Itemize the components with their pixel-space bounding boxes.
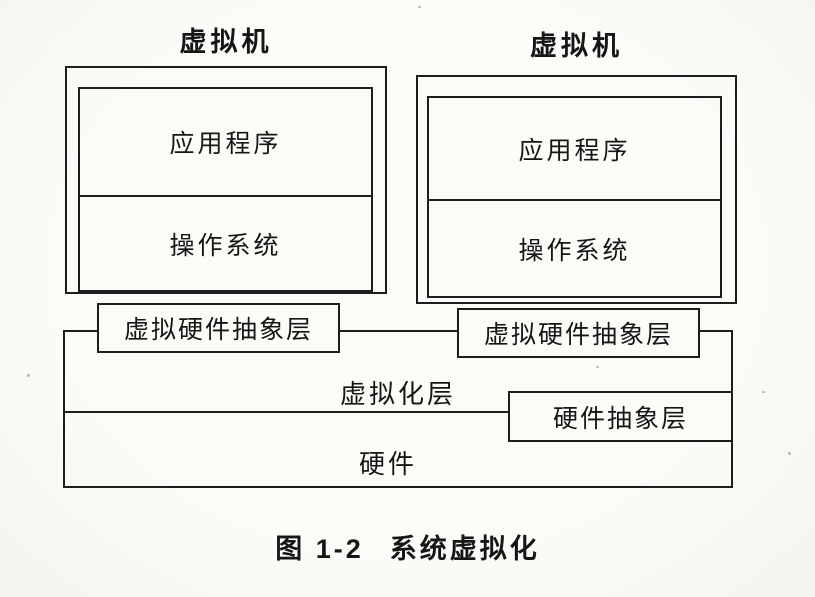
scan-speckle	[762, 391, 765, 393]
vm-left-application-cell: 应用程序	[80, 89, 371, 197]
vm-right-outer-box	[416, 75, 737, 304]
figure-caption: 图 1-2 系统虚拟化	[0, 527, 815, 566]
vm-left-outer-box	[65, 66, 387, 294]
scan-speckle	[418, 6, 421, 8]
vm-right-os-cell: 操作系统	[518, 236, 631, 265]
vhal-left-box: 虚拟硬件抽象层	[97, 303, 340, 353]
vm-left-os-cell: 操作系统	[169, 231, 282, 260]
scan-speckle	[27, 374, 30, 377]
figure-caption-title: 系统虚拟化	[389, 534, 540, 564]
hardware-label: 硬件	[358, 449, 417, 479]
scan-speckle	[788, 452, 791, 455]
hal-box: 硬件抽象层	[508, 391, 733, 442]
vm-left-label: 虚拟机	[179, 27, 273, 57]
figure-caption-number: 图 1-2	[275, 534, 364, 564]
virtualization-layer-label: 虚拟化层	[339, 379, 456, 409]
vm-left-inner-box: 应用程序 操作系统	[78, 87, 373, 292]
vm-right-label: 虚拟机	[530, 31, 623, 61]
vm-right-inner-box: 应用程序 操作系统	[427, 96, 722, 298]
vhal-right-box: 虚拟硬件抽象层	[457, 308, 700, 358]
hardware-layer-divider	[65, 411, 731, 413]
vm-right-application-cell: 应用程序	[429, 98, 720, 201]
